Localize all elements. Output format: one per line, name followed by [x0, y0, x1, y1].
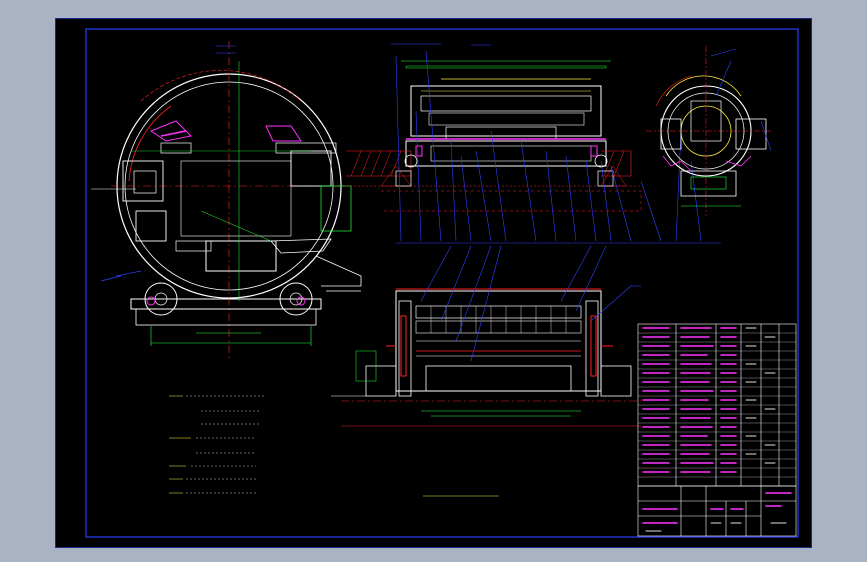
- title-block-entries: [642, 492, 792, 524]
- notes-block: [186, 395, 266, 494]
- view-labels: [216, 44, 491, 54]
- inner-border: [85, 28, 799, 538]
- top-right-view: [646, 46, 772, 216]
- parts-list-rows: [638, 332, 796, 478]
- left-section-view: [91, 41, 362, 361]
- top-middle-view: [346, 43, 721, 244]
- title-block-text: [645, 522, 787, 532]
- parts-list-qty: [745, 327, 776, 464]
- drawing-sheet: [55, 18, 812, 548]
- title-block: [637, 485, 797, 537]
- notes-labels: [169, 395, 191, 494]
- parts-list-entries: [642, 327, 737, 473]
- cad-drawing: [85, 28, 799, 538]
- bottom-middle-view: [331, 245, 641, 427]
